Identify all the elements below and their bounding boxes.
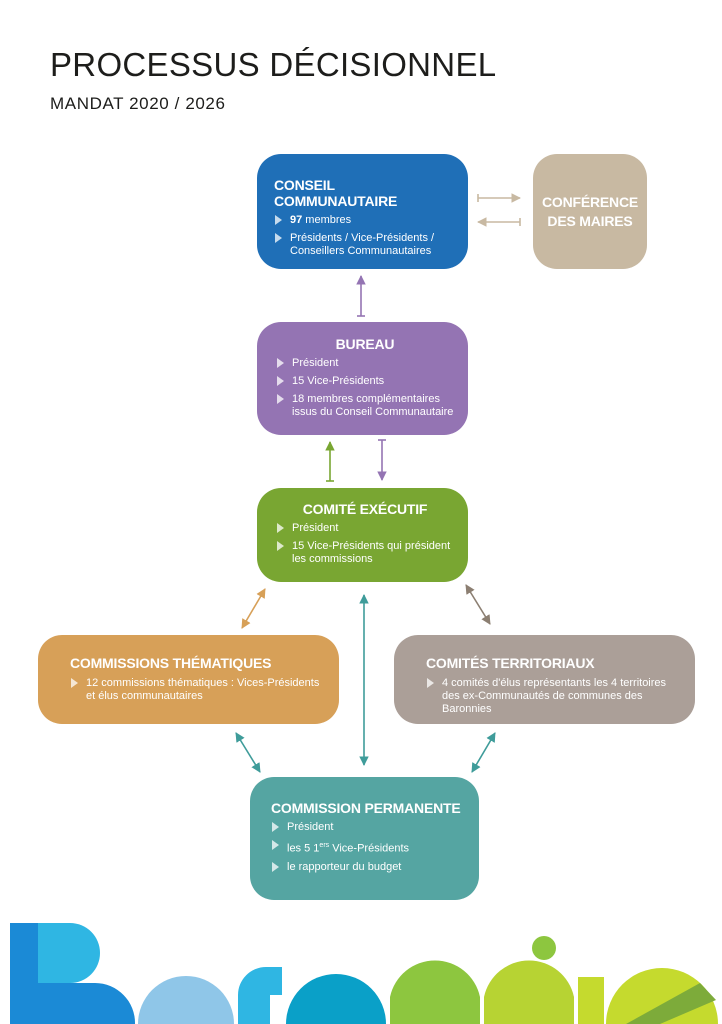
- page-subtitle: MANDAT 2020 / 2026: [50, 94, 226, 113]
- node-bureau: BUREAU Président 15 Vice-Présidents 18 m…: [257, 322, 468, 435]
- node-items: Président 15 Vice-Présidents qui préside…: [276, 522, 454, 566]
- node-item: Président: [276, 357, 454, 370]
- node-comites-territoriaux: COMITÉS TERRITORIAUX 4 comités d'élus re…: [394, 635, 695, 724]
- node-title: BUREAU: [335, 336, 395, 352]
- logo-n1: [390, 960, 480, 1024]
- logo-b-stem: [10, 923, 38, 1024]
- logo-b-lower: [38, 983, 136, 1024]
- node-item: Président: [271, 821, 465, 834]
- node-item: Président: [276, 522, 454, 535]
- node-conseil-communautaire: CONSEIL COMMUNAUTAIRE 97 membres Préside…: [257, 154, 468, 269]
- node-title: COMITÉS TERRITORIAUX: [426, 655, 595, 671]
- node-item: 15 Vice-Présidents qui président les com…: [276, 540, 454, 566]
- node-item: 12 commissions thématiques : Vices-Prési…: [70, 677, 325, 703]
- node-item: 15 Vice-Présidents: [276, 375, 454, 388]
- node-item: les 5 1ers Vice-Présidents: [271, 839, 465, 856]
- node-items: Président 15 Vice-Présidents 18 membres …: [276, 357, 454, 419]
- logo-i-dot: [532, 936, 556, 960]
- logo-n2: [484, 960, 574, 1024]
- node-commissions-thematiques: COMMISSIONS THÉMATIQUES 12 commissions t…: [38, 635, 339, 724]
- logo-a: [138, 976, 234, 1024]
- arrow-comite-commissions: [241, 588, 266, 629]
- item-text: Vice-Présidents: [329, 842, 410, 855]
- node-commission-permanente: COMMISSION PERMANENTE Président les 5 1e…: [250, 777, 479, 900]
- node-title: COMITÉ EXÉCUTIF: [302, 501, 428, 517]
- logo-i-stem: [578, 977, 604, 1024]
- node-title: CONFÉRENCE DES MAIRES: [542, 193, 638, 231]
- logo-b-bowl: [38, 923, 100, 983]
- item-text: les 5 1: [287, 842, 320, 855]
- arrow-comite-territoriaux: [465, 584, 491, 625]
- title-line: DES MAIRES: [547, 212, 633, 229]
- node-conference-des-maires: CONFÉRENCE DES MAIRES: [533, 154, 647, 269]
- item-text: membres: [302, 214, 352, 226]
- logo-r: [238, 967, 282, 1024]
- node-items: Président les 5 1ers Vice-Présidents le …: [271, 821, 465, 874]
- node-item: le rapporteur du budget: [271, 861, 465, 874]
- arrow-territoriaux-permanente: [471, 732, 496, 773]
- arrow-commissions-permanente: [235, 732, 261, 773]
- logo-o: [286, 974, 386, 1024]
- node-item: 4 comités d'élus représentants les 4 ter…: [426, 677, 685, 716]
- item-superscript: ers: [319, 842, 330, 849]
- node-item: 97 membres: [274, 214, 454, 227]
- page-title: PROCESSUS DÉCISIONNEL: [50, 46, 497, 83]
- item-number: 97: [290, 214, 303, 226]
- node-item: 18 membres complémentaires issus du Cons…: [276, 393, 454, 419]
- baronnies-logo: [10, 923, 718, 1024]
- title-line: CONFÉRENCE: [541, 193, 638, 210]
- node-items: 12 commissions thématiques : Vices-Prési…: [70, 677, 325, 703]
- node-comite-executif: COMITÉ EXÉCUTIF Président 15 Vice-Présid…: [257, 488, 468, 582]
- node-item: Présidents / Vice-Présidents / Conseille…: [274, 232, 454, 258]
- node-title: COMMISSION PERMANENTE: [271, 800, 461, 816]
- node-title: CONSEIL COMMUNAUTAIRE: [274, 177, 398, 209]
- node-title: COMMISSIONS THÉMATIQUES: [70, 655, 272, 671]
- logo-e-slash: [626, 983, 716, 1024]
- node-items: 97 membres Présidents / Vice-Présidents …: [274, 214, 454, 258]
- node-items: 4 comités d'élus représentants les 4 ter…: [426, 677, 685, 716]
